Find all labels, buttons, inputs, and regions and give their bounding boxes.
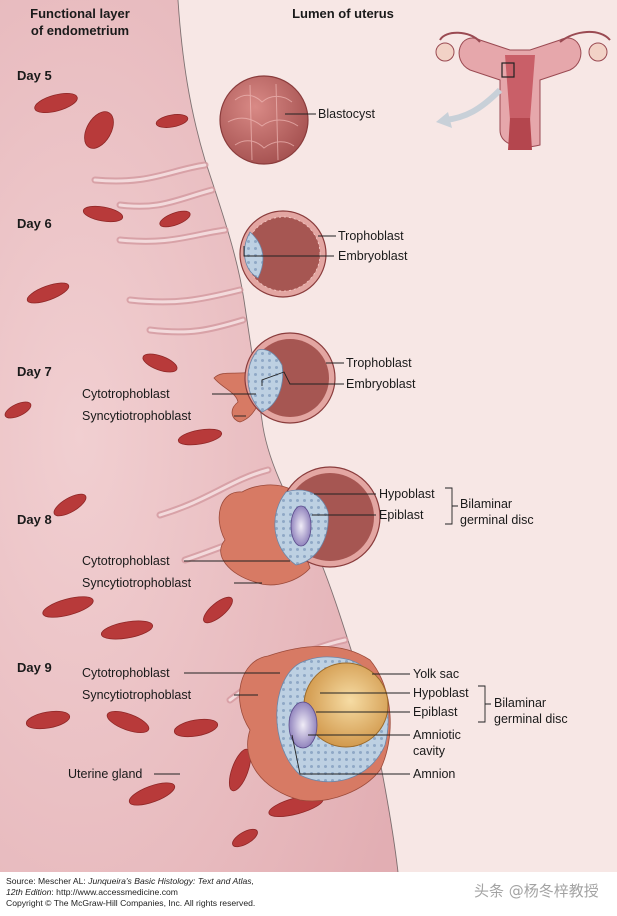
watermark: 头条 @杨冬梓教授 [474,882,599,900]
label-trophoblast: Trophoblast [346,356,412,370]
label-germinal-disc: germinal disc [494,712,568,726]
label-epiblast: Epiblast [413,705,458,719]
blood-vessels [4,93,324,848]
label-cytotrophoblast: Cytotrophoblast [82,387,170,401]
label-bilaminar: Bilaminar [494,696,546,710]
label-hypoblast: Hypoblast [379,487,435,501]
label-amnion: Amnion [413,767,455,781]
label-germinal-disc: germinal disc [460,513,534,527]
day5-blastocyst [219,75,309,165]
day8-embryo [218,466,381,586]
label-syncytiotrophoblast: Syncytiotrophoblast [82,688,192,702]
label-embryoblast: Embryoblast [338,249,408,263]
implantation-diagram: Functional layer of endometrium Lumen of… [0,0,617,872]
header-functional-layer: Functional layer [30,6,130,21]
day-label: Day 5 [17,68,52,83]
label-cytotrophoblast: Cytotrophoblast [82,666,170,680]
day-label: Day 7 [17,364,52,379]
source-prefix: Source: Mescher AL: [6,876,89,886]
day9-embryo [239,646,391,802]
label-yolk-sac: Yolk sac [413,667,459,681]
day7-blastocyst [213,332,336,424]
label-epiblast: Epiblast [379,508,424,522]
edition: 12th Edition [6,887,52,897]
day6-blastocyst [239,210,327,298]
label-amniotic: Amniotic [413,728,461,742]
day-label: Day 9 [17,660,52,675]
label-trophoblast: Trophoblast [338,229,404,243]
header-lumen-of-uterus: Lumen of uterus [292,6,394,21]
uterus-thumbnail [435,31,611,150]
label-syncytiotrophoblast: Syncytiotrophoblast [82,576,192,590]
day-label: Day 8 [17,512,52,527]
header-of-endometrium: of endometrium [31,23,129,38]
source-footer: Source: Mescher AL: Junqueira's Basic Hi… [6,876,406,909]
edition-line: 12th Edition: http://www.accessmedicine.… [6,887,406,898]
copyright-line: Copyright © The McGraw-Hill Companies, I… [6,898,256,908]
label-uterine-gland: Uterine gland [68,767,142,781]
source-line: Source: Mescher AL: Junqueira's Basic Hi… [6,876,406,887]
label-hypoblast: Hypoblast [413,686,469,700]
label-bilaminar: Bilaminar [460,497,512,511]
label-embryoblast: Embryoblast [346,377,416,391]
source-title: Junqueira's Basic Histology: Text and At… [88,876,254,886]
label-cavity: cavity [413,744,446,758]
edition-url: : http://www.accessmedicine.com [51,887,178,897]
label-cytotrophoblast: Cytotrophoblast [82,554,170,568]
label-syncytiotrophoblast: Syncytiotrophoblast [82,409,192,423]
label-blastocyst: Blastocyst [318,107,375,121]
day-label: Day 6 [17,216,52,231]
